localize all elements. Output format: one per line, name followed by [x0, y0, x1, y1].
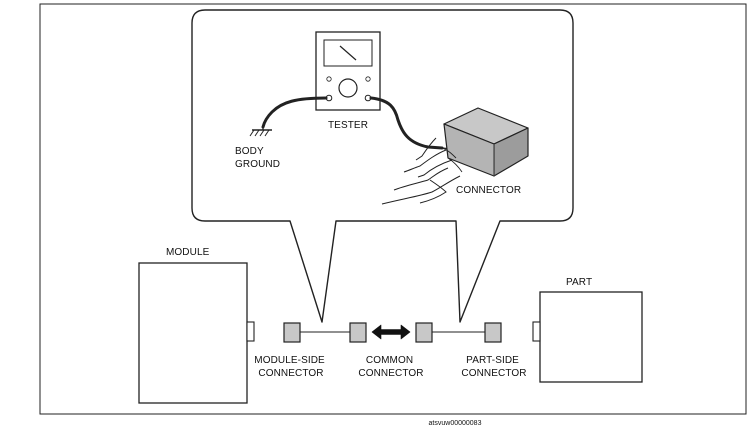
common-connector-block-left	[349, 322, 367, 343]
callout-bubble	[191, 9, 574, 323]
probe-lead	[369, 96, 444, 150]
connector-3d-icon	[443, 107, 529, 177]
common-connector-block-right	[415, 322, 433, 343]
module-side-connector-block	[283, 322, 301, 343]
part-side-connector-label: PART-SIDE CONNECTOR	[461, 355, 526, 379]
ground-symbol-icon	[249, 127, 272, 137]
module-side-connector-label: MODULE-SIDE CONNECTOR	[254, 355, 327, 379]
ground-lead	[261, 96, 328, 129]
figure-code-caption: atsvuw00000083	[429, 420, 482, 427]
connector-label: CONNECTOR	[456, 185, 521, 196]
module-label: MODULE	[166, 247, 210, 258]
part-label: PART	[566, 277, 592, 288]
body-ground-label: BODY GROUND	[235, 146, 280, 170]
part-box	[539, 291, 643, 383]
hand-icon	[381, 137, 463, 205]
tester-label: TESTER	[328, 120, 368, 131]
outer-frame	[39, 3, 747, 415]
module-box	[138, 262, 248, 404]
part-port	[532, 321, 541, 342]
part-side-connector-block	[484, 322, 502, 343]
double-arrow-icon	[371, 324, 411, 340]
module-port	[246, 321, 255, 342]
common-connector-label: COMMON CONNECTOR	[358, 355, 423, 379]
